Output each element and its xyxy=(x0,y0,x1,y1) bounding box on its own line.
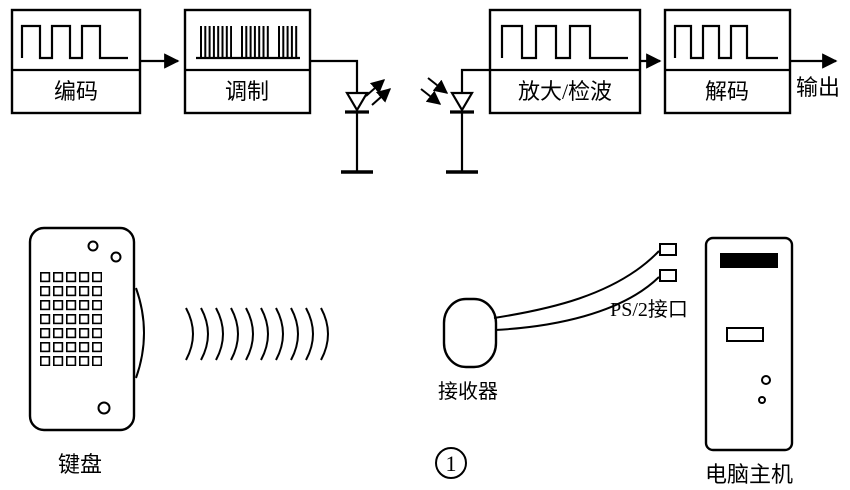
keyboard-side-arc xyxy=(135,287,145,379)
tower-body xyxy=(704,236,794,452)
wave-arc xyxy=(290,307,299,361)
modulate-box xyxy=(183,8,312,115)
floppy-slot xyxy=(726,327,764,342)
amplify-detect-label: 放大/检波 xyxy=(518,79,612,104)
incoming-light-arrow xyxy=(427,77,449,94)
encode-block: 编码 xyxy=(10,8,142,115)
keyboard-led-hole xyxy=(97,401,111,415)
cable xyxy=(494,276,660,331)
diode-triangle xyxy=(450,91,474,113)
encode-label: 编码 xyxy=(54,79,98,104)
wave-arc xyxy=(245,307,254,361)
amplify-detect-box xyxy=(488,8,642,115)
wire xyxy=(460,68,490,93)
figure-number-circle xyxy=(435,447,467,479)
wireless-waves-icon xyxy=(185,307,329,361)
encode-box xyxy=(10,8,142,115)
figure-number-badge: 1 xyxy=(435,447,467,479)
wave-arc xyxy=(320,307,329,361)
receiver-body xyxy=(442,297,498,369)
output-label: 输出 xyxy=(796,75,840,100)
emitted-light-arrow xyxy=(365,79,386,97)
decode-block: 解码 xyxy=(663,8,792,115)
wave-arc xyxy=(275,307,284,361)
square-wave-icon xyxy=(20,24,128,60)
ir-photodiode-icon xyxy=(420,68,490,174)
wire xyxy=(310,59,359,93)
wave-arc xyxy=(215,307,224,361)
drive-bay xyxy=(720,253,778,268)
receiver-drawing: 接收器 xyxy=(438,297,498,403)
ir-led-emitter-icon xyxy=(310,59,392,174)
emitted-light-arrow xyxy=(371,88,392,106)
figure-number: 1 xyxy=(446,451,457,476)
square-wave-icon xyxy=(673,24,778,60)
led-triangle xyxy=(345,91,369,113)
wave-arc xyxy=(200,307,209,361)
decode-label: 解码 xyxy=(705,79,749,104)
reset-button xyxy=(758,396,766,404)
amplify-detect-block: 放大/检波 xyxy=(488,8,642,115)
receiver-label: 接收器 xyxy=(438,380,498,403)
ps2-label: PS/2接口 xyxy=(610,298,688,321)
wave-arc xyxy=(230,307,239,361)
ps2-cables: PS/2接口 xyxy=(493,243,688,331)
square-wave-icon xyxy=(500,24,628,60)
cable xyxy=(493,250,660,319)
keyboard-screw-hole xyxy=(87,240,99,252)
wave-arc xyxy=(305,307,314,361)
wave-arc xyxy=(260,307,269,361)
key-grid xyxy=(40,272,102,366)
incoming-light-arrow xyxy=(420,88,442,105)
modulate-block: 调制 xyxy=(183,8,312,115)
keyboard-drawing: 键盘 xyxy=(28,226,145,477)
ps2-connector xyxy=(659,269,677,282)
ps2-connector xyxy=(659,243,677,256)
computer-tower-drawing: 电脑主机 xyxy=(704,236,794,487)
modulate-label: 调制 xyxy=(225,79,269,104)
keyboard-screw-hole xyxy=(110,251,122,263)
wave-arc xyxy=(185,307,194,361)
power-button xyxy=(761,375,771,385)
computer-label: 电脑主机 xyxy=(705,462,793,487)
keyboard-label: 键盘 xyxy=(58,452,102,477)
